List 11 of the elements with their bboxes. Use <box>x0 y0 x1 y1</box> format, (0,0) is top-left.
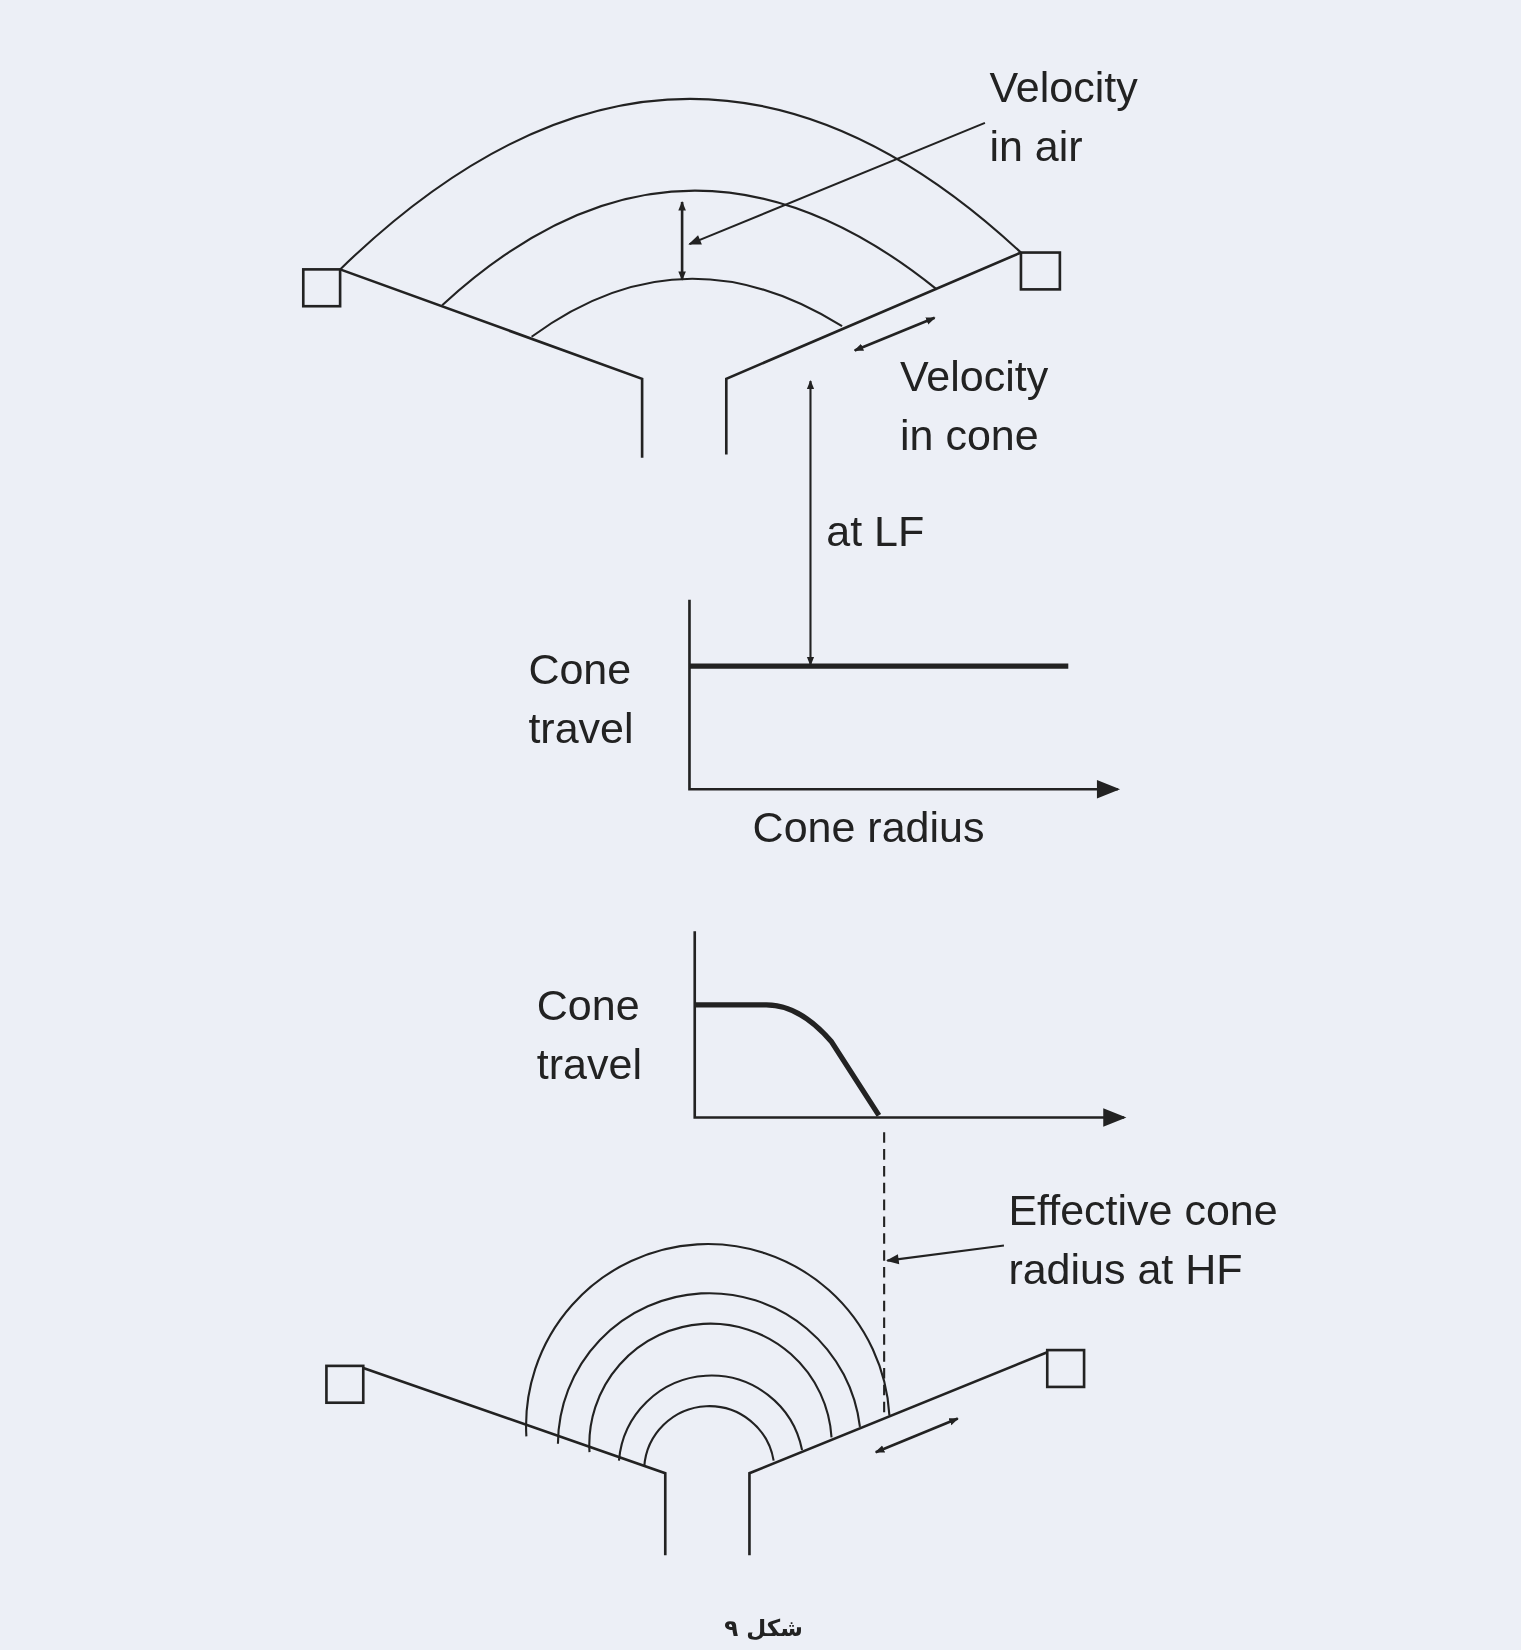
label-text: Cone travel <box>536 979 643 1090</box>
leader-line <box>688 121 986 246</box>
label-text: at LF <box>826 506 926 558</box>
callout-text: Effective cone radius at HF <box>1008 1181 1367 1299</box>
label-text: Velocity in cone <box>899 351 1050 462</box>
callout-text: Velocity in air <box>989 57 1179 176</box>
leader-line <box>886 1244 1005 1265</box>
label-text: Cone travel <box>528 643 635 754</box>
figure-caption: شکل ۹ <box>723 1614 804 1643</box>
direction-arrow <box>678 201 686 281</box>
label-text: Cone radius <box>752 801 986 853</box>
